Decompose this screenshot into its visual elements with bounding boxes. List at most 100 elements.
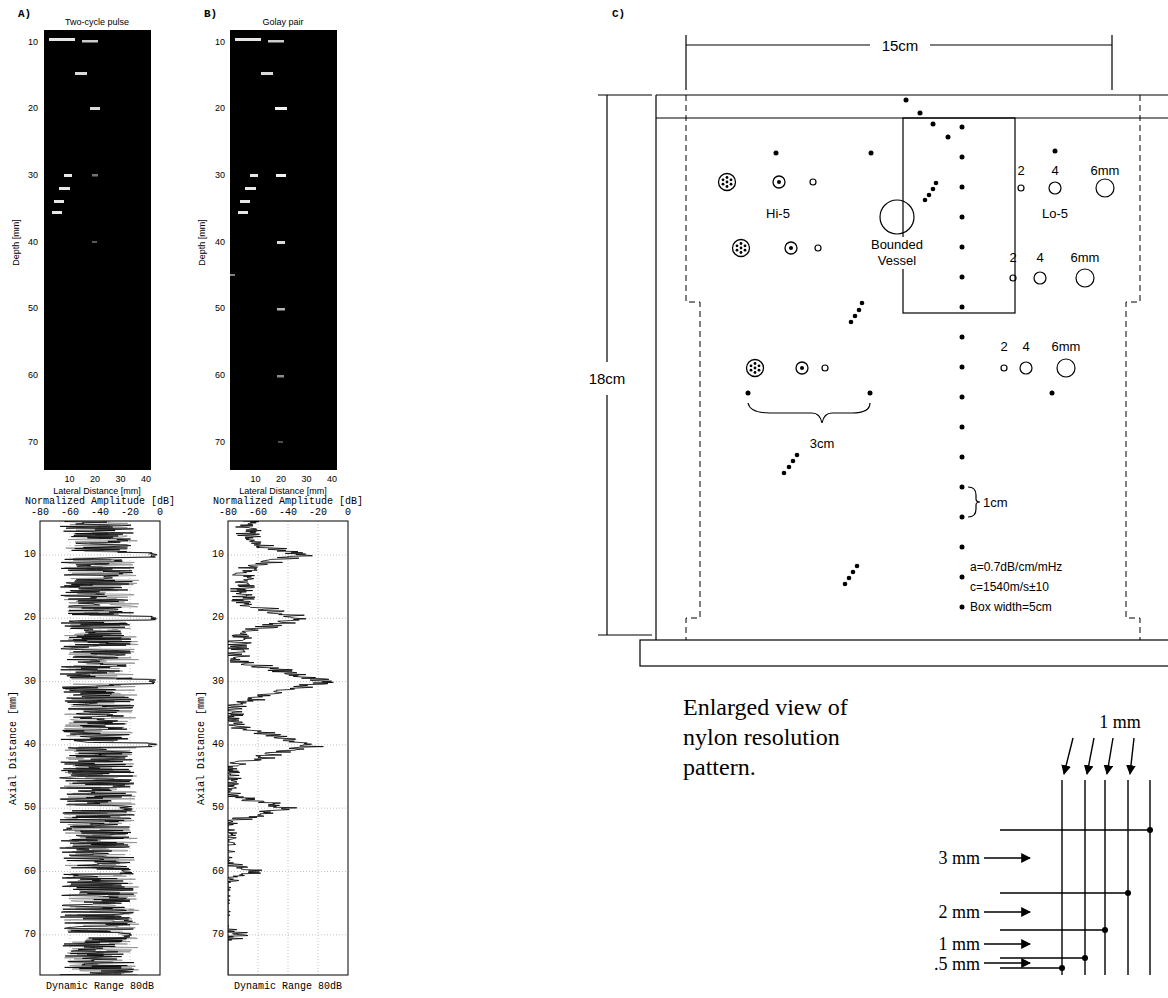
axis-tick: 70	[24, 930, 36, 940]
axis-title: Normalized Amplitude [dB]	[213, 497, 363, 507]
phantom-drawing	[686, 44, 870, 45]
ultrasound-image-b	[240, 200, 250, 203]
axis-tick: 40	[212, 740, 224, 750]
amplitude-plot-b	[228, 555, 348, 556]
ultrasound-image-b	[230, 30, 337, 470]
ultrasound-image-b	[276, 174, 286, 177]
amplitude-plot-a	[40, 871, 160, 872]
pattern-dots	[1102, 927, 1108, 933]
wire-targets	[960, 335, 965, 340]
wire-targets	[960, 125, 965, 130]
resolution-pattern	[1061, 780, 1062, 975]
target-size: 4	[1022, 340, 1029, 353]
wire-targets	[791, 459, 796, 464]
ultrasound-image-b	[275, 107, 287, 110]
panel-letter: A)	[18, 9, 31, 20]
phantom-drawing	[1049, 182, 1061, 194]
spacing-label: 3 mm	[938, 849, 980, 867]
axis-tick: 60	[212, 867, 224, 877]
axis-tick: 10	[64, 475, 74, 484]
phantom-drawing	[1020, 362, 1032, 374]
caption-note: Enlarged view of nylon resolution patter…	[683, 692, 853, 782]
axis-tick: 20	[215, 104, 225, 113]
phantom-drawing	[606, 395, 607, 635]
amplitude-plot-a	[40, 521, 160, 975]
wire-targets	[843, 582, 848, 587]
axis-title: Depth [mm]	[12, 219, 21, 266]
ultrasound-image-a	[44, 30, 151, 470]
axis-tick: 70	[212, 930, 224, 940]
wire-targets	[960, 305, 965, 310]
phantom-drawing	[968, 487, 980, 517]
wire-targets	[931, 122, 936, 127]
ultrasound-image-a	[54, 200, 64, 203]
amplitude-plot-b	[228, 521, 348, 975]
pattern-dots	[1059, 965, 1065, 971]
amplitude-plot-b	[228, 618, 348, 619]
amplitude-plot-a	[40, 555, 160, 556]
target-size: 6mm	[1071, 251, 1100, 264]
resolution-pattern	[1000, 829, 1150, 830]
phantom-drawing	[810, 179, 816, 185]
wire-targets	[849, 320, 854, 325]
vessel-label: Bounded Vessel	[863, 237, 931, 268]
wire-targets	[946, 135, 951, 140]
axis-title: Depth [mm]	[197, 219, 206, 266]
target-size: 4	[1051, 164, 1058, 177]
phantom-drawing	[1034, 272, 1046, 284]
panel-letter: C)	[612, 9, 625, 20]
axis-tick: 30	[115, 475, 125, 484]
amplitude-plot-a	[40, 808, 160, 809]
resolution-pattern	[1000, 892, 1128, 893]
axis-title: Normalized Amplitude [dB]	[25, 497, 175, 507]
axis-tick: -80	[31, 508, 49, 518]
resolution-pattern	[1104, 780, 1105, 975]
wire-targets	[927, 193, 932, 198]
phantom-drawing	[1001, 365, 1007, 371]
axis-tick: 70	[28, 438, 38, 447]
resolution-pattern	[1000, 967, 1062, 968]
ultrasound-image-b	[230, 38, 287, 443]
wire-targets	[960, 545, 965, 550]
axis-tick: -40	[279, 508, 297, 518]
wire-targets	[960, 395, 965, 400]
phantom-drawing	[748, 403, 870, 423]
wire-targets	[746, 391, 751, 396]
ultrasound-image-a	[92, 174, 98, 177]
amplitude-plot-a	[40, 521, 160, 975]
amplitude-plot-b	[228, 521, 333, 975]
amplitude-plot-a	[40, 618, 160, 619]
wire-targets	[923, 198, 928, 203]
dimension-label: 3cm	[810, 437, 835, 450]
phantom-drawing	[903, 118, 1015, 313]
resolution-pattern	[1127, 780, 1128, 975]
phantom-drawing	[656, 94, 1168, 95]
axis-tick: 10	[212, 550, 224, 560]
axis-tick: 60	[24, 867, 36, 877]
target-size: 2	[1000, 340, 1007, 353]
wire-targets	[855, 564, 860, 569]
target-size: 2	[1017, 164, 1024, 177]
axis-tick: 40	[327, 475, 337, 484]
ultrasound-image-a	[49, 38, 75, 41]
dimension-label: 18cm	[589, 371, 626, 386]
amplitude-plot-a	[40, 521, 160, 975]
ultrasound-image-b	[278, 441, 283, 443]
phantom-drawing	[655, 95, 656, 640]
ultrasound-image-a	[52, 211, 62, 214]
wire-targets	[960, 215, 965, 220]
phantom-drawing	[1018, 185, 1024, 191]
phantom-drawing	[598, 35, 1168, 666]
phantom-drawing	[822, 365, 828, 371]
dimension-label: 15cm	[882, 38, 919, 53]
resolution-pattern	[1000, 957, 1085, 958]
dimension-label: 1cm	[983, 496, 1008, 509]
phantom-targets	[796, 362, 808, 374]
wire-targets	[847, 576, 852, 581]
axis-tick: 30	[301, 475, 311, 484]
wire-targets	[1053, 149, 1058, 154]
wire-targets	[860, 301, 865, 306]
phantom-targets	[773, 176, 785, 188]
axis-tick: 10	[28, 38, 38, 47]
axis-tick: 40	[215, 238, 225, 247]
